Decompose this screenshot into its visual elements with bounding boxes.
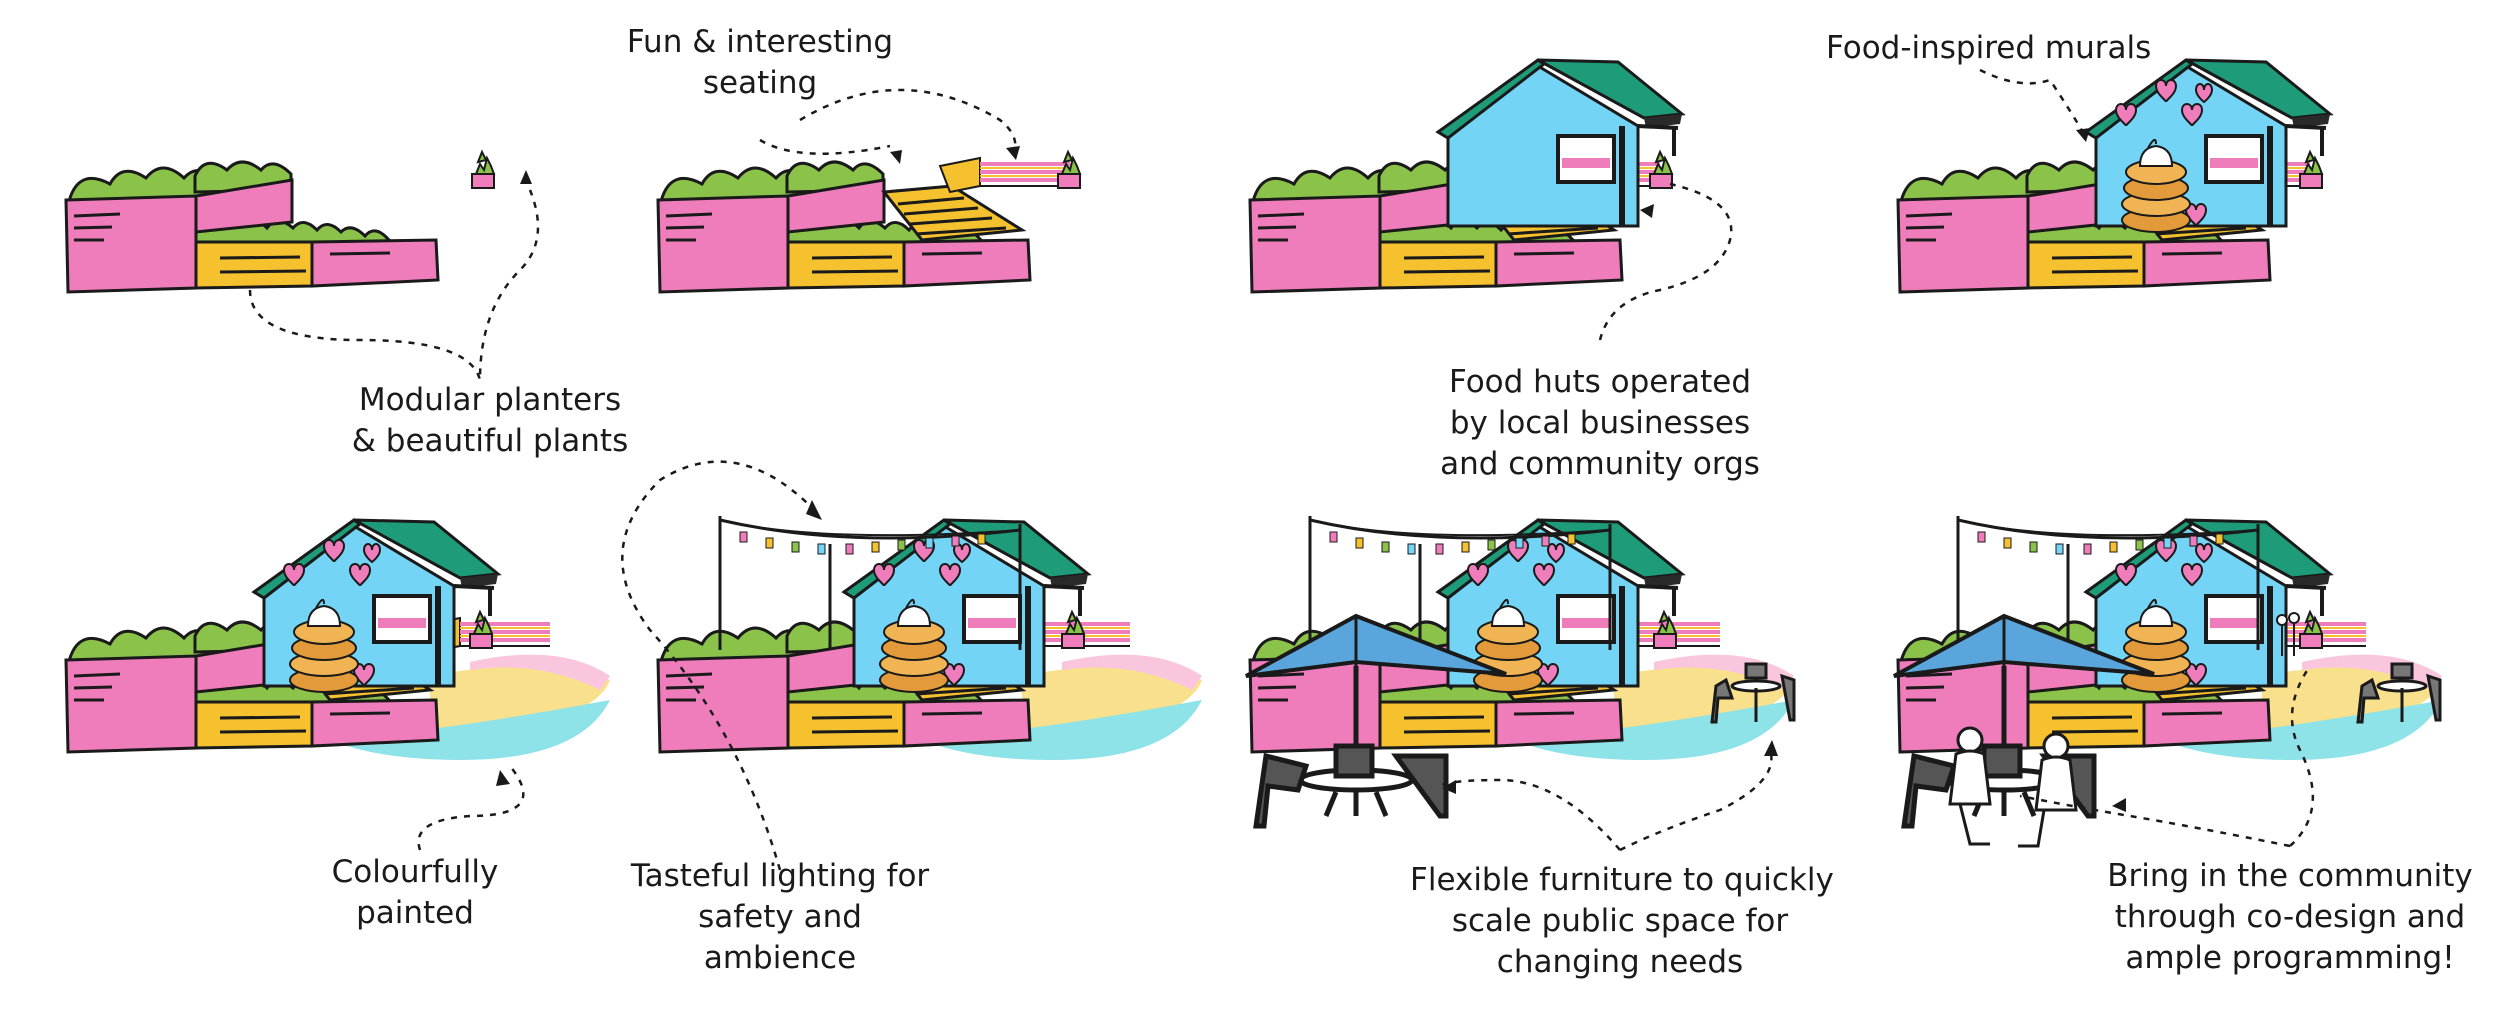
label-huts: Food huts operated by local businesses a… xyxy=(1440,362,1760,485)
label-furniture: Flexible furniture to quickly scale publ… xyxy=(1410,860,1834,983)
label-community-line-2: through co-design and xyxy=(2114,899,2466,935)
label-painted-line-2: painted xyxy=(356,895,474,931)
label-community-line-3: ample programming! xyxy=(2125,940,2455,976)
label-murals: Food-inspired murals xyxy=(1826,28,2151,69)
label-furniture-line-2: scale public space for xyxy=(1451,903,1789,939)
label-huts-line-3: and community orgs xyxy=(1440,446,1760,482)
label-murals-line-1: Food-inspired murals xyxy=(1826,30,2152,66)
label-huts-line-2: by local businesses xyxy=(1449,405,1751,441)
panel-seating xyxy=(656,88,1081,294)
panel-painted xyxy=(64,520,610,851)
label-community: Bring in the community through co-design… xyxy=(2100,856,2480,979)
label-painted: Colourfully painted xyxy=(300,852,530,934)
label-seating-line-1: Fun & interesting xyxy=(626,24,894,60)
label-seating: Fun & interesting seating xyxy=(610,22,910,104)
label-painted-line-1: Colourfully xyxy=(331,854,499,890)
label-lighting-line-3: ambience xyxy=(703,940,857,976)
label-furniture-line-3: changing needs xyxy=(1496,944,1744,980)
panel-lighting xyxy=(621,460,1202,871)
panel-murals xyxy=(1896,60,2330,294)
panel-planters xyxy=(64,151,540,381)
label-furniture-line-1: Flexible furniture to quickly xyxy=(1410,862,1834,898)
label-planters-line-2: & beautiful plants xyxy=(351,423,629,459)
label-community-line-1: Bring in the community xyxy=(2107,858,2473,894)
panel-community xyxy=(1894,514,2442,848)
label-planters: Modular planters & beautiful plants xyxy=(340,380,640,462)
label-lighting-line-2: safety and xyxy=(698,899,862,935)
label-lighting-line-1: Tasteful lighting for xyxy=(630,858,930,894)
panel-huts xyxy=(1248,60,1733,341)
panel-furniture xyxy=(1246,514,1796,852)
label-planters-line-1: Modular planters xyxy=(358,382,622,418)
label-lighting: Tasteful lighting for safety and ambienc… xyxy=(630,856,930,979)
label-huts-line-1: Food huts operated xyxy=(1448,364,1751,400)
label-seating-line-2: seating xyxy=(702,65,818,101)
